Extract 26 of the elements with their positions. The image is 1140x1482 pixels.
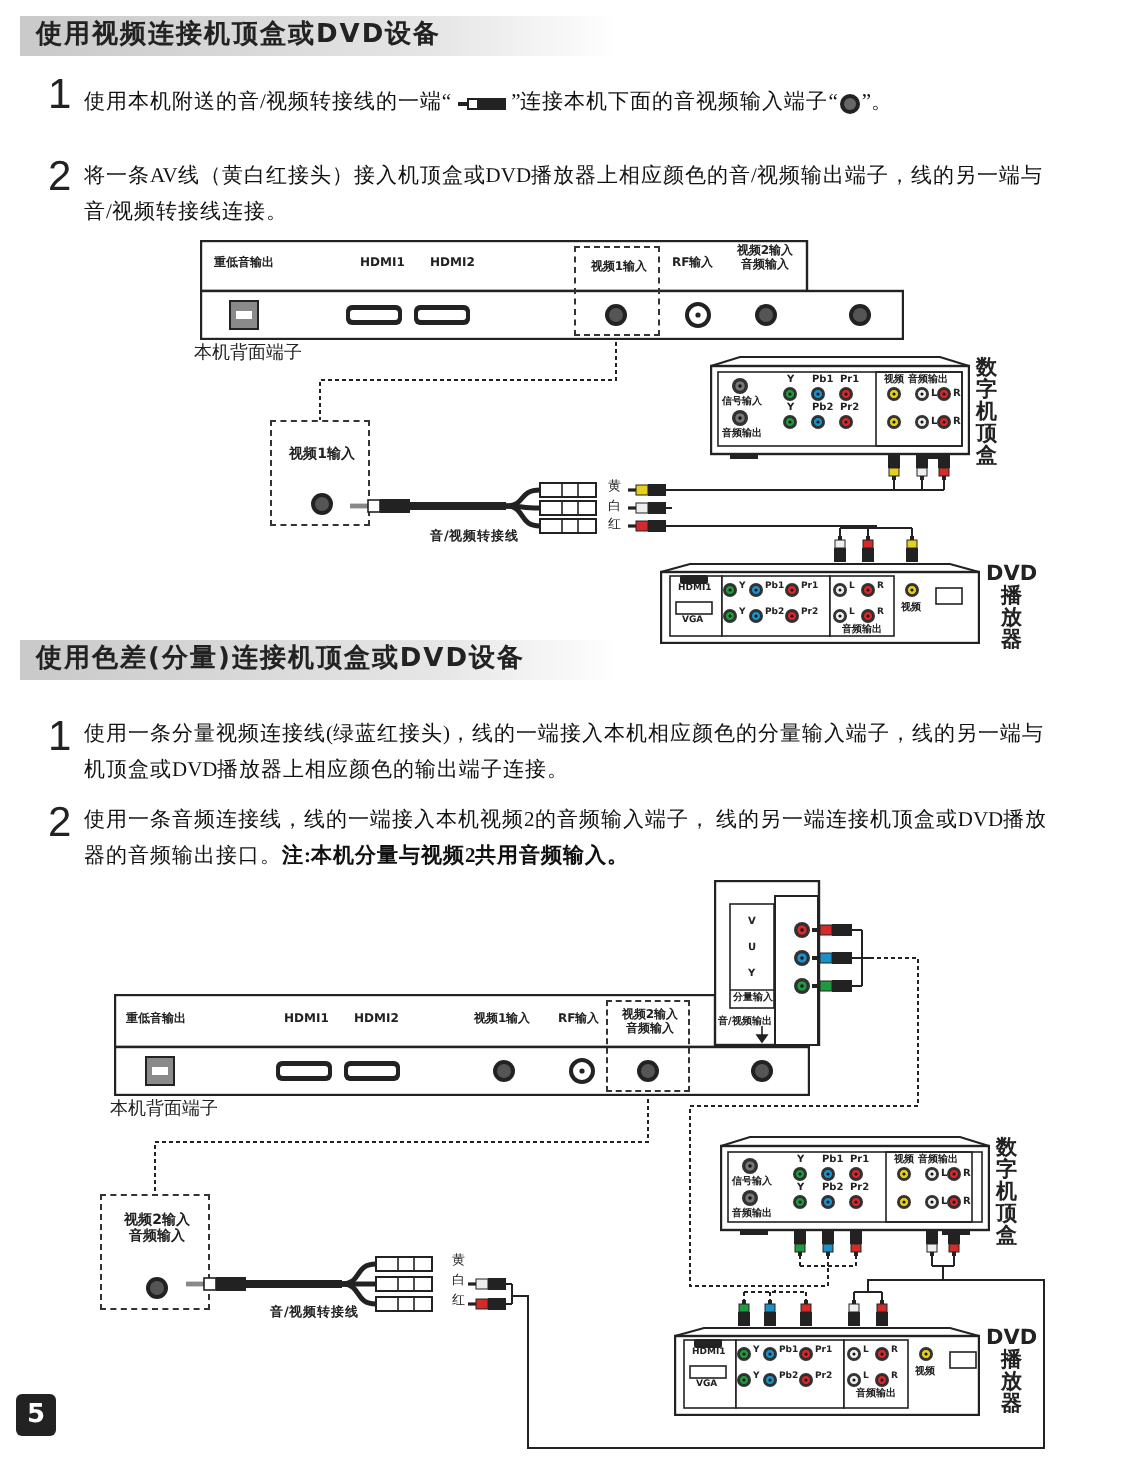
step-text: 使用一条分量视频连接线(绿蓝红接头)，线的一端接入本机相应颜色的分量输入端子，线的另一端与机顶盒或DVD播放器上相应颜色的输出端子连接。 xyxy=(84,720,1046,786)
zoom-callout-box xyxy=(270,420,370,526)
device-label: DVD播放器 xyxy=(986,1328,1038,1417)
step-text: ”连接本机下面的音视频输入端子“ xyxy=(511,88,838,118)
step-text: 将一条AV线（黄白红接头）接入机顶盒或DVD播放器上相应颜色的音/视频输出端子，线的另一端与音/视频转接线连接。 xyxy=(84,162,1045,228)
step-number: 2 xyxy=(48,156,72,198)
device-label: DVD播放器 xyxy=(986,564,1038,653)
device-label: 数字机顶盒 xyxy=(976,358,998,469)
av-adapter-cable xyxy=(186,1256,516,1324)
step-number: 1 xyxy=(48,74,72,116)
device-label: 数字机顶盒 xyxy=(996,1138,1018,1249)
cable-line xyxy=(675,525,913,537)
step-text: 使用本机附送的音/视频转接线的一端“ xyxy=(84,88,452,118)
zoom-callout-box xyxy=(100,1194,210,1310)
step-number: 2 xyxy=(48,802,72,844)
step-number: 1 xyxy=(48,716,72,758)
highlight-frame xyxy=(606,1000,690,1092)
step-text: 使用一条音频连接线，线的一端接入本机视频2的音频输入端子， 线的另一端连接机顶盒或DVD播放器的音频输出接口。注:本机分量与视频2共用音频输入。 xyxy=(84,806,1050,872)
panel-caption: 本机背面端子 xyxy=(194,346,302,364)
page-number: 5 xyxy=(16,1394,56,1436)
highlight-frame xyxy=(574,246,660,336)
av-adapter-cable xyxy=(350,480,676,548)
panel-caption: 本机背面端子 xyxy=(110,1102,218,1120)
side-input-panel xyxy=(714,880,870,1046)
cable-line xyxy=(675,479,945,491)
step-text: ”。 xyxy=(861,90,894,118)
